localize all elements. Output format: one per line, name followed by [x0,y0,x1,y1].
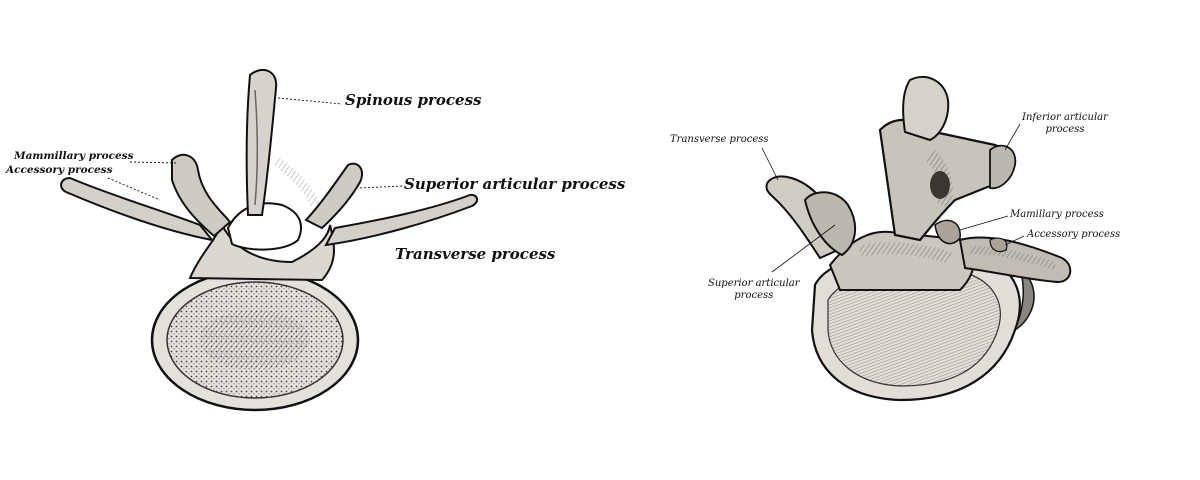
label-spinous-process: Spinous process [345,91,482,109]
label-transverse-process-oblique: Transverse process [670,134,769,145]
label-superior-articular-line1: Superior articular [708,278,800,289]
vertebra-top-view [60,68,478,412]
label-superior-articular-line2: process [734,289,774,301]
label-mamillary-process-oblique: Mamillary process [1010,209,1104,220]
label-superior-articular-process: Superior articular process [404,175,626,193]
label-accessory-process-oblique: Accessory process [1027,229,1121,240]
vertebra-oblique-view [761,75,1072,402]
label-inferior-articular-line1: Inferior articular [1022,112,1108,123]
label-transverse-process: Transverse process [395,245,556,263]
label-superior-articular-process-oblique: Superior articular process [708,278,800,301]
label-inferior-articular-process: Inferior articular process [1022,112,1108,135]
label-mammillary-process: Mammillary process [14,150,134,162]
label-accessory-process: Accessory process [6,164,113,176]
label-inferior-articular-line2: process [1045,123,1085,135]
